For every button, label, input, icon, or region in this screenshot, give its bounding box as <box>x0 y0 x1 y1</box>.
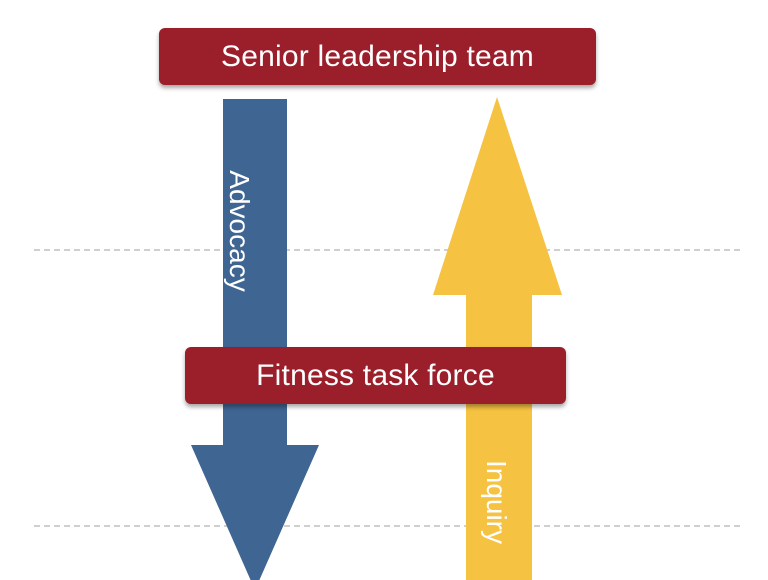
senior-leadership-label: Senior leadership team <box>221 39 534 73</box>
inquiry-label: Inquiry <box>481 459 512 545</box>
separator-line-upper <box>34 249 740 251</box>
advocacy-arrow <box>191 99 319 580</box>
inquiry-arrow <box>433 97 562 580</box>
senior-leadership-box: Senior leadership team <box>159 28 596 85</box>
fitness-task-force-label: Fitness task force <box>256 358 495 392</box>
fitness-task-force-box: Fitness task force <box>185 347 566 404</box>
advocacy-label: Advocacy <box>224 170 255 292</box>
separator-line-lower <box>34 525 740 527</box>
